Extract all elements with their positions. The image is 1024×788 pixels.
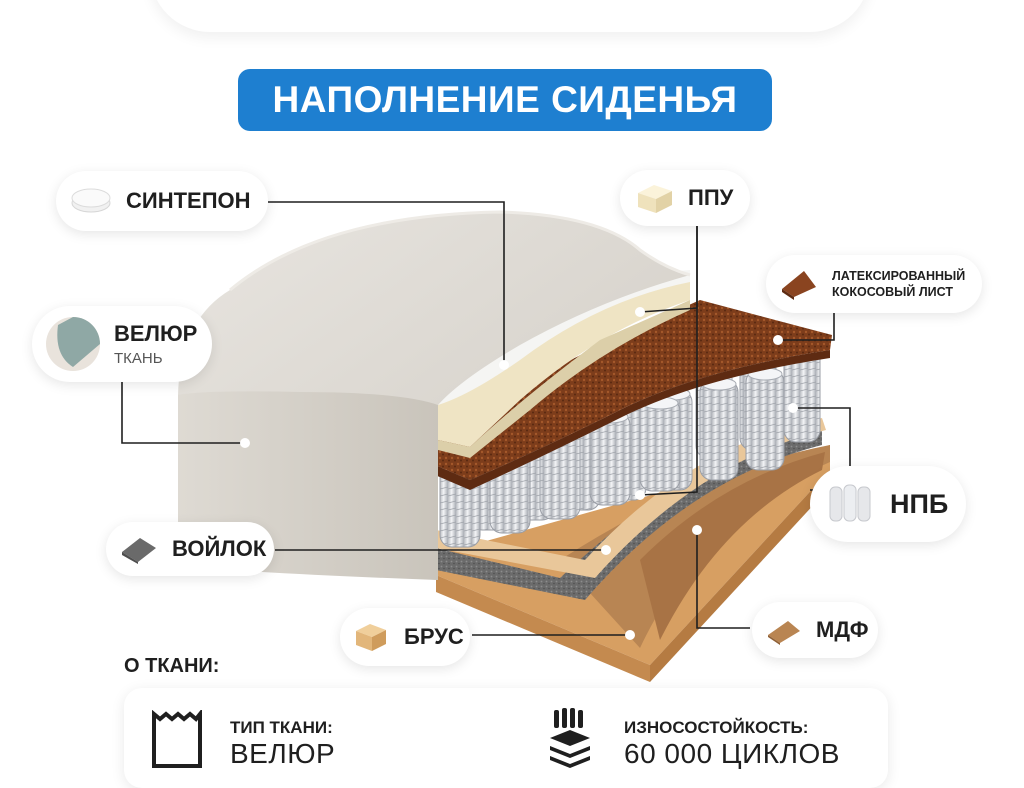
spring-coil bbox=[745, 369, 785, 471]
callout-mdf: МДФ bbox=[752, 602, 878, 658]
sintepon-layer bbox=[438, 270, 690, 405]
brus-label: БРУС bbox=[404, 624, 464, 649]
fabric-info-card: ТИП ТКАНИ: ВЕЛЮР ИЗНОСОСТОЙКОСТЬ: 60 000… bbox=[124, 688, 888, 788]
velour-label: ВЕЛЮР ТКАНЬ bbox=[114, 321, 197, 367]
wood-block-icon bbox=[356, 624, 386, 651]
top-card bbox=[150, 0, 870, 32]
callout-npb: НПБ bbox=[810, 466, 966, 542]
foam-block-icon bbox=[638, 185, 672, 213]
callout-ppu: ППУ bbox=[620, 170, 750, 226]
coconut-label-line2: КОКОСОВЫЙ ЛИСТ bbox=[832, 285, 953, 299]
spring-icon bbox=[829, 484, 871, 522]
velour-label-sub: ТКАНЬ bbox=[114, 350, 163, 367]
fabric-type-label: ТИП ТКАНИ: bbox=[230, 718, 333, 737]
mdf-sheet-icon bbox=[768, 621, 800, 645]
callout-sintepon: СИНТЕПОН bbox=[56, 171, 268, 231]
page-title: НАПОЛНЕНИЕ СИДЕНЬЯ bbox=[272, 79, 738, 120]
wear-resistance-label: ИЗНОСОСТОЙКОСТЬ: bbox=[624, 718, 809, 737]
sintepon-roll-icon bbox=[71, 188, 111, 213]
velour-label-main: ВЕЛЮР bbox=[114, 321, 198, 346]
leader-lines bbox=[121, 201, 851, 636]
velour-fabric-icon bbox=[46, 317, 100, 371]
callout-brus: БРУС bbox=[340, 608, 470, 666]
wear-resistance-icon bbox=[550, 708, 590, 768]
sintepon-label: СИНТЕПОН bbox=[126, 188, 251, 213]
title-banner: НАПОЛНЕНИЕ СИДЕНЬЯ bbox=[238, 69, 772, 131]
callout-velour: ВЕЛЮР ТКАНЬ bbox=[32, 306, 212, 382]
ppu-layer bbox=[438, 280, 690, 458]
seat-cross-section-diagram bbox=[121, 201, 851, 682]
fabric-type-icon bbox=[152, 710, 202, 768]
coconut-label-line1: ЛАТЕКСИРОВАННЫЙ bbox=[832, 269, 966, 283]
mdf-label: МДФ bbox=[816, 617, 869, 642]
fabric-type-value: ВЕЛЮР bbox=[230, 738, 336, 769]
felt-icon bbox=[122, 538, 156, 564]
wear-resistance-value: 60 000 ЦИКЛОВ bbox=[624, 738, 840, 769]
callout-voilok: ВОЙЛОК bbox=[106, 522, 274, 576]
ppu-label: ППУ bbox=[688, 185, 734, 210]
coconut-label: ЛАТЕКСИРОВАННЫЙ КОКОСОВЫЙ ЛИСТ bbox=[832, 268, 965, 300]
callout-coconut: ЛАТЕКСИРОВАННЫЙ КОКОСОВЫЙ ЛИСТ bbox=[766, 255, 982, 313]
spring-coil bbox=[639, 398, 681, 492]
leader-dots bbox=[240, 307, 798, 640]
fabric-heading: О ТКАНИ: bbox=[124, 655, 220, 677]
coconut-sheet-icon bbox=[782, 271, 816, 300]
mdf-layer bbox=[560, 445, 830, 648]
npb-label: НПБ bbox=[890, 488, 949, 519]
voilok-label: ВОЙЛОК bbox=[172, 536, 267, 561]
coconut-layer bbox=[435, 300, 832, 490]
spring-coil bbox=[699, 379, 739, 481]
